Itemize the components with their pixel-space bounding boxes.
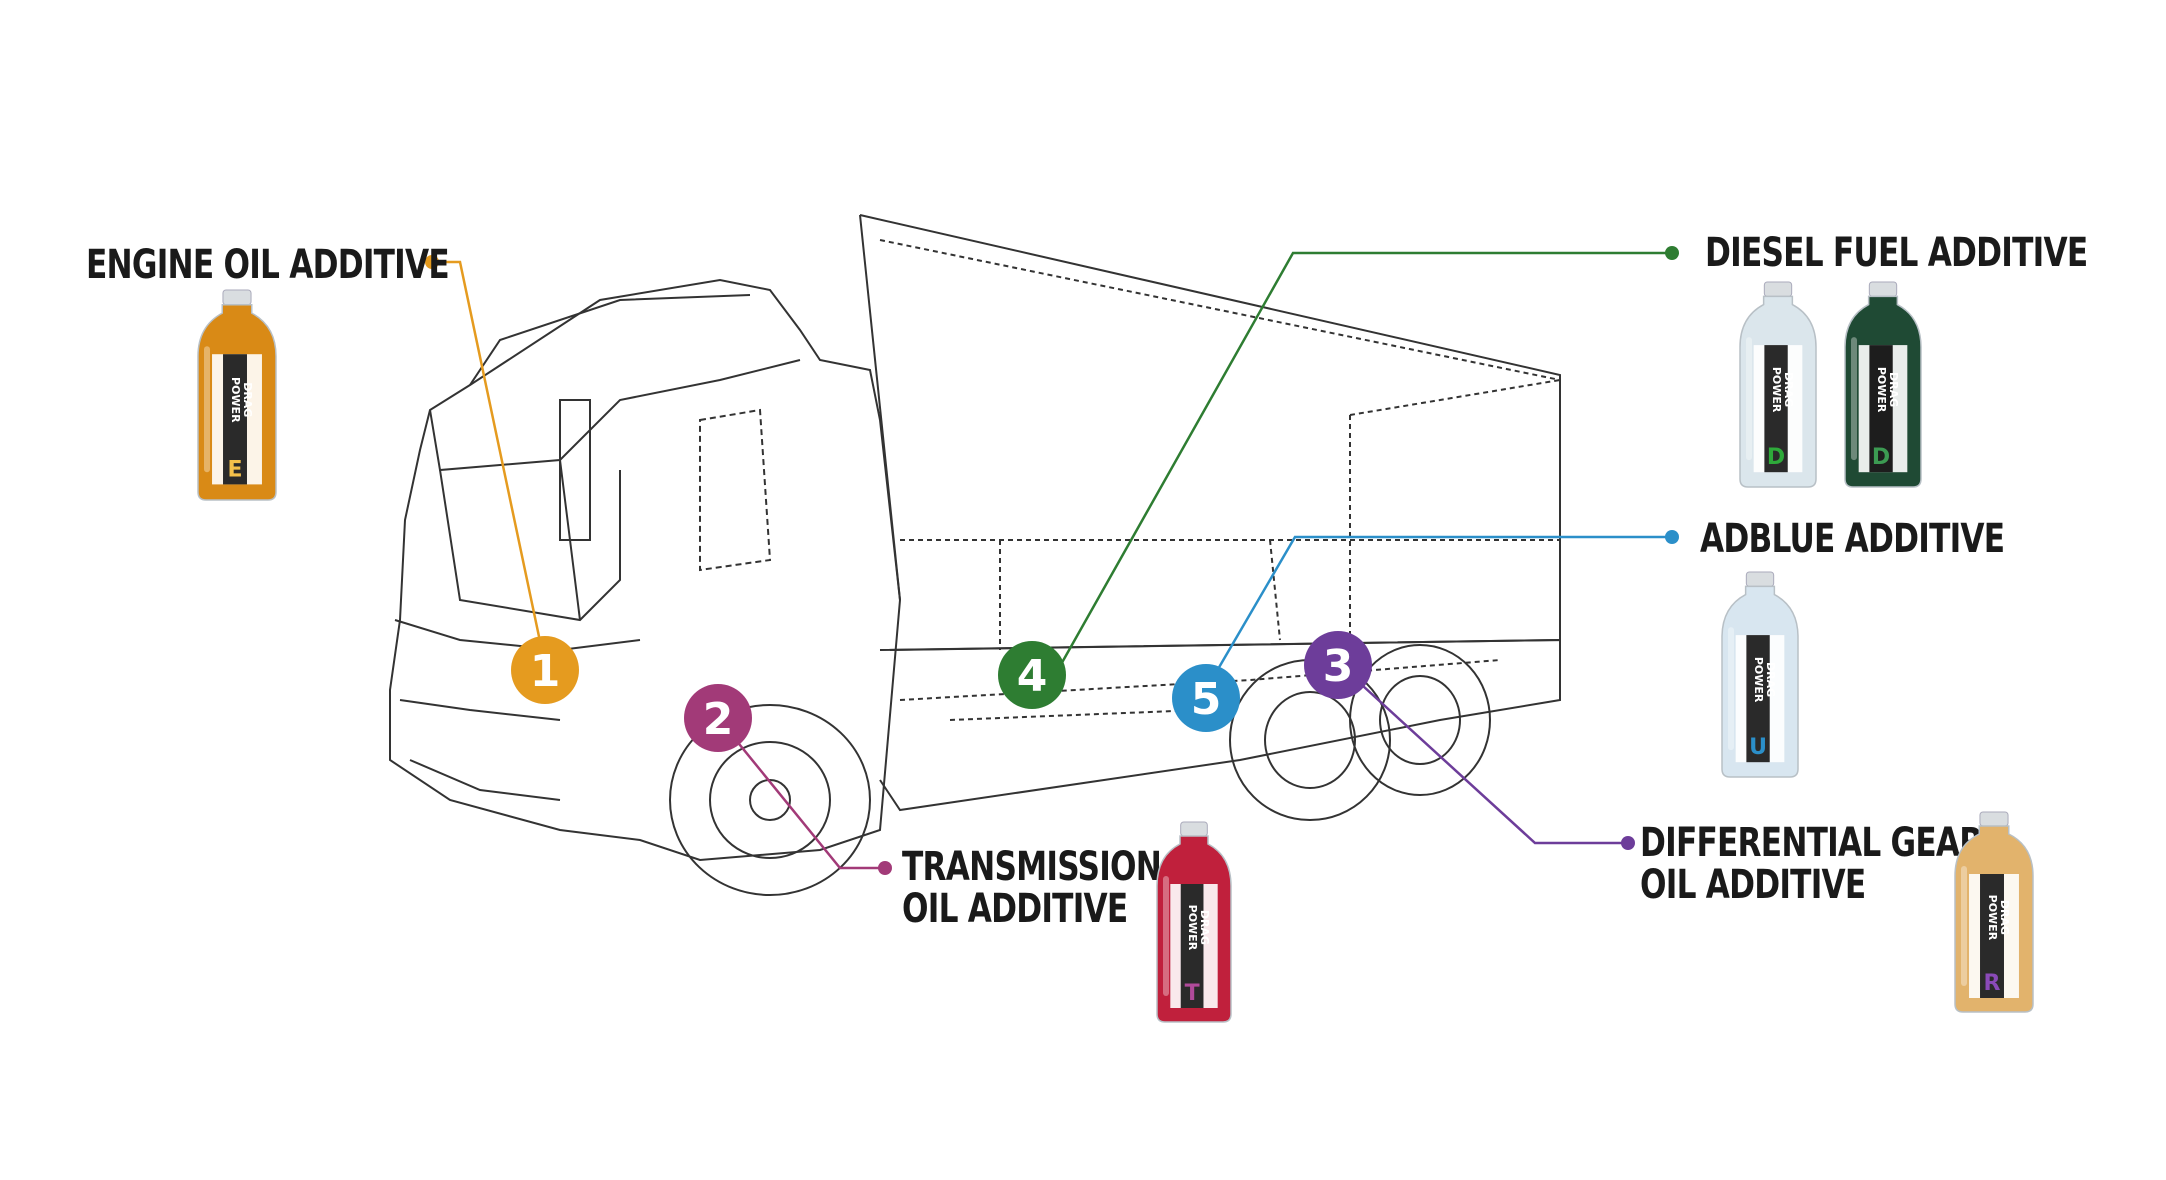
badge-1-number: 1 [530, 646, 561, 697]
truck-outline [389, 214, 1561, 896]
transmission-label-line-2: OIL ADDITIVE [902, 886, 1128, 932]
adblue-label: ADBLUE ADDITIVE [1700, 516, 2005, 562]
badge-2: 2 [684, 684, 752, 752]
differential-label: DIFFERENTIAL GEAR OIL ADDITIVE [1640, 822, 1983, 906]
leader-dots [425, 246, 1679, 875]
badge-4-number: 4 [1017, 651, 1048, 702]
badge-3: 3 [1304, 631, 1372, 699]
diesel-leader-line [1053, 251, 1672, 676]
badge-5: 5 [1172, 664, 1240, 732]
diesel-leader-dot [1665, 246, 1679, 260]
differential-label-line-1: DIFFERENTIAL GEAR [1640, 820, 1983, 866]
badge-5-number: 5 [1191, 674, 1222, 725]
transmission-leader-dot [878, 861, 892, 875]
engine-leader-line [432, 260, 547, 666]
badge-1: 1 [511, 636, 579, 704]
transmission-label: TRANSMISSION OIL ADDITIVE [902, 844, 1162, 932]
engine-label-line-1: ENGINE OIL ADDITIVE [86, 242, 450, 288]
differential-leader-dot [1621, 836, 1635, 850]
adblue-leader-line [1198, 535, 1672, 701]
badge-2-number: 2 [703, 694, 734, 745]
transmission-label-line-1: TRANSMISSION [902, 844, 1162, 890]
leader-lines [432, 251, 1672, 870]
diesel-label-line-1: DIESEL FUEL ADDITIVE [1705, 230, 2088, 276]
adblue-leader-dot [1665, 530, 1679, 544]
differential-leader-line [1339, 664, 1628, 845]
engine-label: ENGINE OIL ADDITIVE [86, 242, 450, 288]
badge-3-number: 3 [1323, 641, 1354, 692]
transmission-leader-line [717, 717, 885, 870]
adblue-label-line-1: ADBLUE ADDITIVE [1700, 516, 2005, 562]
badge-4: 4 [998, 641, 1066, 709]
diesel-label: DIESEL FUEL ADDITIVE [1705, 230, 2088, 276]
differential-label-line-2: OIL ADDITIVE [1640, 862, 1866, 908]
engine-leader-dot [425, 255, 439, 269]
